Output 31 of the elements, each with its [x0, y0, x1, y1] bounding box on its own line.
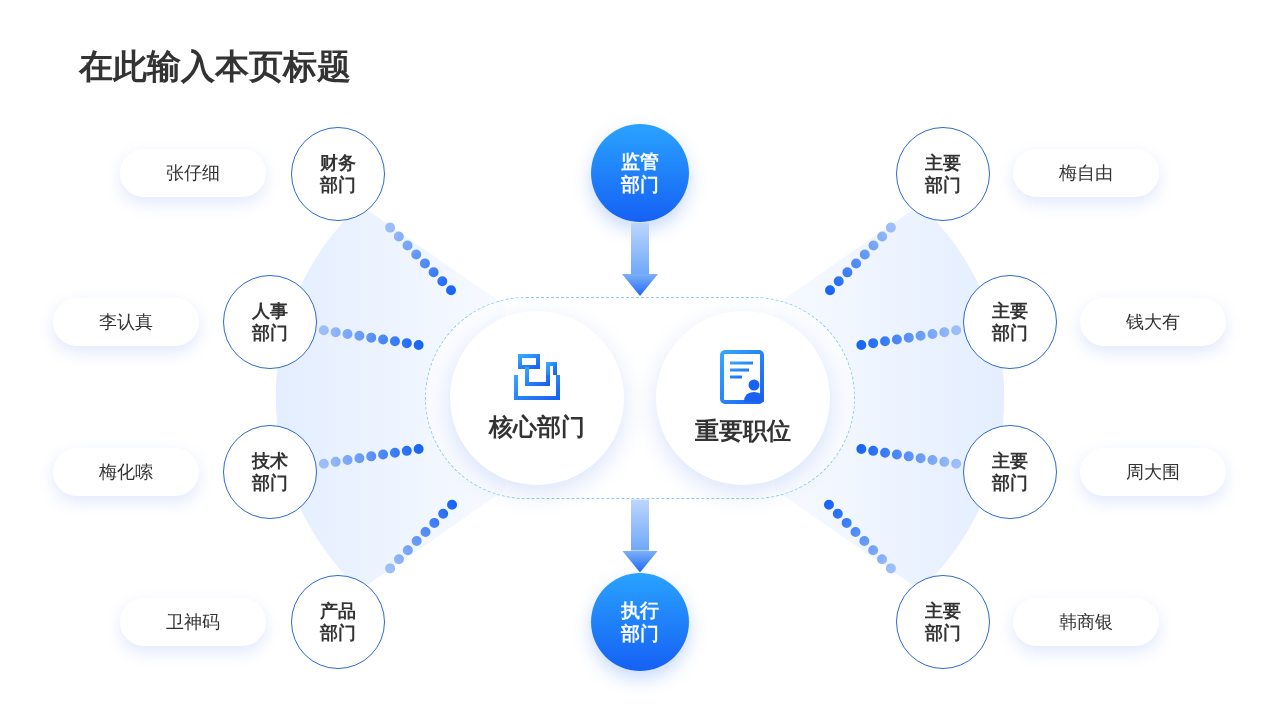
circle-label: 重要职位 [695, 415, 791, 446]
name-tag: 梅化嗦 [53, 448, 199, 496]
department-circle: 技术部门 [223, 425, 317, 519]
name-tag: 韩商银 [1013, 598, 1159, 646]
circle-label: 核心部门 [489, 411, 585, 442]
name-tag: 卫神码 [120, 598, 266, 646]
hub-circle: 监管部门 [591, 124, 689, 222]
department-circle: 主要部门 [896, 575, 990, 669]
dotted-connector [318, 444, 424, 469]
dotted-connector [856, 325, 962, 350]
dotted-connector [385, 499, 458, 574]
name-tag: 张仔细 [120, 149, 266, 197]
department-circle: 财务部门 [291, 127, 385, 221]
department-circle: 人事部门 [223, 275, 317, 369]
dotted-connector [825, 222, 896, 296]
hub-circle: 执行部门 [591, 573, 689, 671]
dotted-connector [318, 325, 424, 350]
name-tag: 李认真 [53, 298, 199, 346]
name-tag: 周大围 [1080, 448, 1226, 496]
arrow [622, 223, 658, 296]
department-circle: 产品部门 [291, 575, 385, 669]
department-circle: 主要部门 [963, 275, 1057, 369]
name-tag: 钱大有 [1080, 298, 1226, 346]
dotted-connector [385, 222, 457, 296]
department-circle: 主要部门 [896, 127, 990, 221]
dotted-connector [823, 499, 896, 574]
dotted-connector [856, 444, 962, 469]
arrow [622, 499, 658, 573]
page-title: 在此输入本页标题 [79, 45, 351, 88]
name-tag: 梅自由 [1013, 149, 1159, 197]
department-circle: 主要部门 [963, 425, 1057, 519]
